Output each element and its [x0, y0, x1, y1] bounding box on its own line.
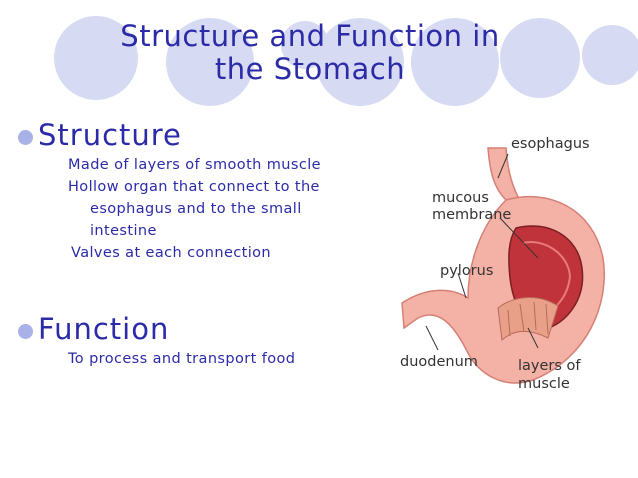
label-esophagus: esophagus — [511, 136, 590, 152]
list-item: intestine — [90, 223, 157, 239]
structure-list: Made of layers of smooth muscle Hollow o… — [18, 154, 398, 264]
bullet-icon — [18, 323, 33, 339]
title-line: Structure and Function in — [120, 19, 500, 53]
function-list: To process and transport food — [18, 348, 398, 370]
label-layers-of: layers of — [518, 358, 581, 374]
label-membrane: membrane — [432, 207, 511, 223]
structure-section: Structure Made of layers of smooth muscl… — [18, 118, 398, 264]
bullet-icon — [18, 129, 33, 145]
label-mucous: mucous — [432, 190, 489, 206]
title-line: the Stomach — [214, 52, 406, 86]
circle-deco — [500, 18, 580, 98]
label-duodenum: duodenum — [400, 354, 478, 370]
list-item: To process and transport food — [68, 351, 296, 367]
label-pylorus: pylorus — [440, 263, 493, 279]
slide-title: Structure and Function in the Stomach — [40, 20, 580, 86]
circle-deco — [316, 18, 404, 106]
list-item: Hollow organ that connect to the — [68, 179, 320, 195]
decorative-circles — [54, 16, 638, 106]
circle-deco — [166, 18, 254, 106]
circle-deco — [582, 25, 638, 85]
list-item: Made of layers of smooth muscle — [68, 157, 321, 173]
list-item: esophagus and to the small — [90, 201, 302, 217]
structure-heading: Structure — [38, 118, 182, 152]
label-muscle: muscle — [518, 376, 570, 392]
stomach-diagram: esophagus mucous membrane pylorus duoden… — [400, 136, 605, 392]
circle-deco — [411, 18, 499, 106]
function-heading: Function — [38, 312, 170, 346]
list-item: Valves at each connection — [71, 245, 272, 261]
circle-deco — [54, 16, 138, 100]
function-section: Function To process and transport food — [18, 312, 398, 370]
